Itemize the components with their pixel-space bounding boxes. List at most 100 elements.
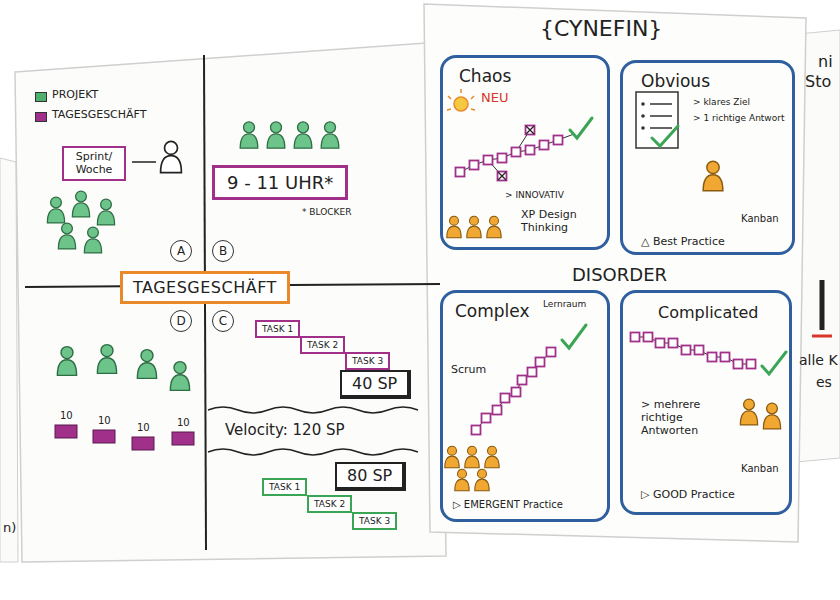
person-icon [170, 362, 189, 391]
node-text: > INNOVATIV [505, 190, 564, 201]
chain-line [460, 134, 574, 172]
paper-sheet [0, 158, 18, 562]
person-icon [97, 345, 116, 374]
paper-sheet [424, 4, 806, 542]
node-text: Kanban [741, 213, 779, 225]
node-text: Complex [455, 301, 530, 321]
check-mark [570, 118, 592, 138]
person-icon [240, 122, 258, 148]
time-box: 9 - 11 UHR* [212, 165, 348, 200]
task-square [682, 346, 691, 355]
task-box: TASK 3 [345, 352, 390, 370]
work-block [172, 432, 194, 445]
link-line [132, 161, 156, 163]
person-icon [97, 199, 114, 225]
legend-swatch [35, 112, 47, 122]
task-square [656, 339, 665, 348]
person-icon [58, 223, 75, 249]
task-square [669, 339, 678, 348]
node-text: 9 - 11 UHR* [227, 172, 333, 193]
task-box: TASK 2 [300, 336, 345, 354]
task-square [472, 426, 481, 435]
cynefin-quadrant: Complicated> mehrere richtige AntwortenK… [620, 290, 792, 515]
cross-mark [498, 126, 534, 180]
node-text: TASK 1 [262, 324, 293, 334]
fragment-text: n) [3, 520, 16, 535]
node-text: D [176, 314, 185, 328]
node-text: TASK 3 [352, 356, 383, 366]
legend-swatch [35, 92, 47, 102]
legend-text: TAGESGESCHÄFT [52, 108, 146, 121]
callout-number: 10 [177, 417, 190, 428]
task-square [484, 156, 493, 165]
cynefin-quadrant: ChaosNEU > INNOVATIV XP Design Thinking [440, 55, 610, 250]
node-text: Scrum [451, 363, 486, 376]
task-square [498, 154, 507, 163]
task-square [526, 146, 535, 155]
bullet [641, 102, 645, 106]
chart-title: {CYNEFIN} [540, 16, 662, 41]
person-icon [47, 197, 64, 223]
task-square [528, 368, 537, 377]
task-square [482, 414, 491, 423]
person-icon [267, 122, 285, 148]
paper-sheet [15, 42, 446, 562]
checklist-icon [636, 92, 678, 148]
person-icon [703, 161, 723, 191]
node-text: Kanban [741, 463, 779, 475]
node-text: ▷ GOOD Practice [641, 488, 735, 501]
person-icon [740, 399, 757, 425]
chain-line [476, 352, 551, 430]
node-text: ▷ EMERGENT Practice [453, 499, 563, 511]
person-icon [84, 227, 101, 253]
lightbulb-rays [447, 89, 475, 110]
work-block [55, 425, 77, 438]
lightbulb-icon [454, 97, 468, 111]
task-square [644, 333, 653, 342]
node-text: B [219, 244, 227, 258]
quadrant-letter: B [212, 240, 234, 262]
underline-mark [812, 335, 832, 338]
velocity-text: Velocity: 120 SP [225, 421, 345, 439]
node-text: Chaos [459, 66, 511, 86]
wave-line [208, 407, 418, 413]
node-text: Sprint/ Woche [68, 151, 120, 176]
task-square [536, 358, 545, 367]
task-square [747, 360, 756, 369]
node-text: NEU [481, 90, 508, 106]
task-square [734, 360, 743, 369]
person-icon [57, 347, 76, 376]
quadrant-letter: C [212, 310, 234, 332]
region-label: DISORDER [572, 264, 667, 285]
quadrant-letter: A [170, 240, 192, 262]
center-box: TAGESGESCHÄFT [120, 271, 290, 304]
node-text: A [177, 244, 185, 258]
fragment-text: es [816, 374, 832, 390]
callout-number: 10 [98, 415, 111, 426]
node-text: TASK 2 [307, 340, 338, 350]
task-square [518, 376, 527, 385]
story-points-box: 40 SP [340, 370, 411, 399]
node-text: 80 SP [347, 466, 392, 485]
node-text: C [219, 314, 227, 328]
node-text: TASK 1 [269, 482, 300, 492]
node-text: XP Design Thinking [521, 208, 601, 234]
person-icon [763, 403, 780, 429]
task-square [695, 346, 704, 355]
story-points-box: 80 SP [335, 462, 406, 491]
wave-line [208, 449, 418, 455]
work-block [93, 430, 115, 443]
task-box: TASK 1 [255, 320, 300, 338]
node-text: TASK 3 [359, 516, 390, 526]
person-icon [72, 191, 89, 217]
task-square [501, 394, 510, 403]
note-text: * BLOCKER [302, 207, 351, 217]
fragment-text: alle K [799, 352, 838, 368]
cynefin-quadrant: ComplexLernraumScrum▷ EMERGENT Practice [440, 290, 610, 522]
letter-stroke [820, 280, 825, 330]
checklist-lines [650, 104, 672, 128]
person-icon [137, 350, 156, 379]
person-icon [294, 122, 312, 148]
person-icon [467, 216, 481, 238]
task-box: TASK 1 [262, 478, 307, 496]
